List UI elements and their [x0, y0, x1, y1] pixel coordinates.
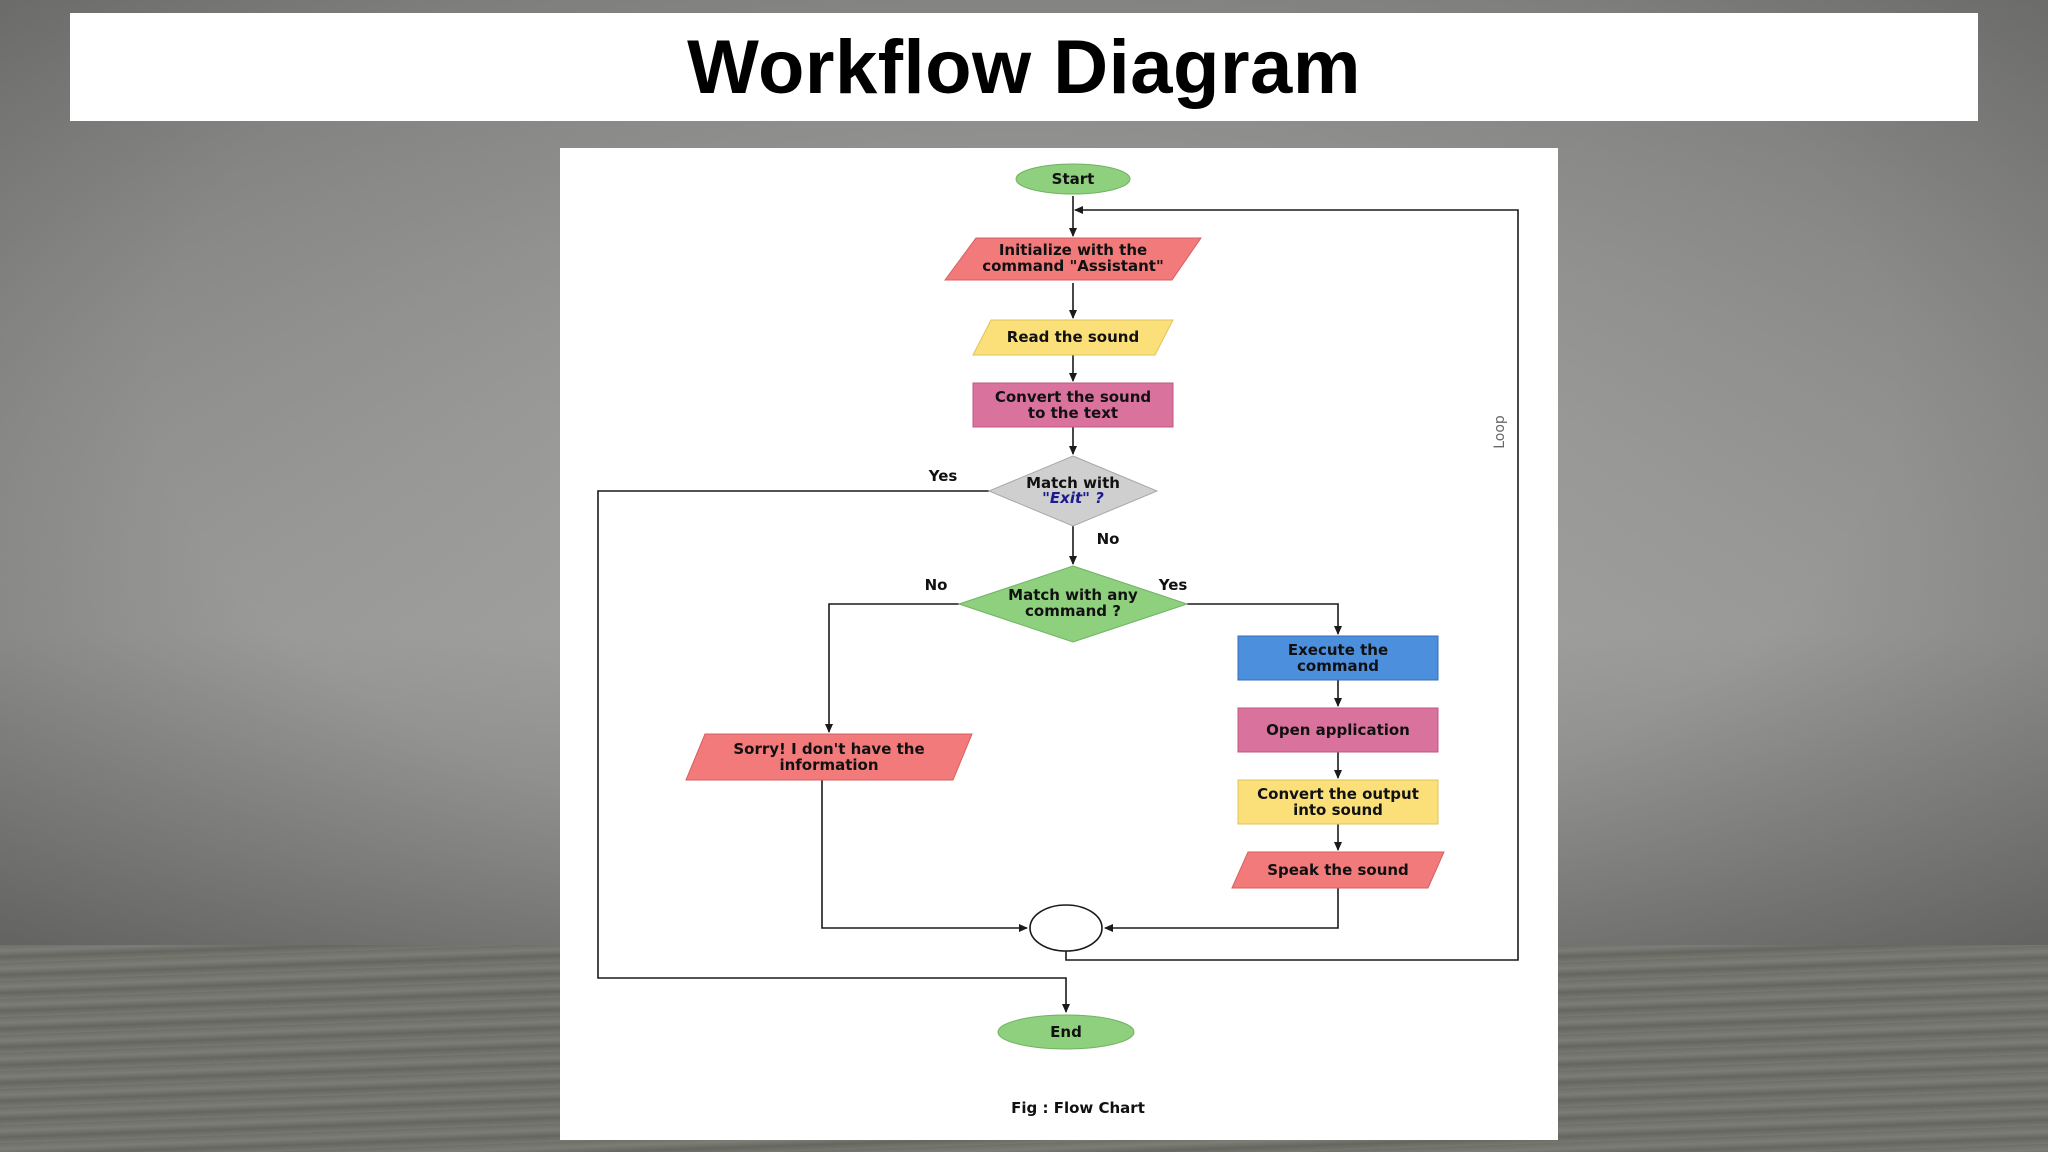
- read-sound-label: Read the sound: [1007, 328, 1139, 346]
- match-exit-decision: Match with "Exit" ?: [987, 455, 1159, 527]
- edge-speak-merge: [1104, 888, 1339, 932]
- match-exit-label-line2: "Exit" ?: [1042, 489, 1104, 507]
- start-node: Start: [1015, 163, 1131, 195]
- match-no-label: No: [925, 576, 948, 594]
- start-label: Start: [1052, 170, 1095, 188]
- sorry-label-line2: information: [779, 756, 878, 774]
- execute-command-label-line1: Execute the: [1288, 641, 1388, 659]
- match-yes-label: Yes: [1158, 576, 1188, 594]
- edge-exit-yes-end: [597, 490, 1070, 1013]
- exit-no-label: No: [1097, 530, 1120, 548]
- convert-sound-label-line2: to the text: [1028, 404, 1118, 422]
- sorry-node: Sorry! I don't have the information: [685, 733, 973, 781]
- convert-output-node: Convert the output into sound: [1237, 779, 1439, 825]
- initialize-label-line2: command "Assistant": [982, 257, 1164, 275]
- open-application-label: Open application: [1266, 721, 1410, 739]
- figure-caption: Fig : Flow Chart: [1011, 1099, 1145, 1117]
- match-command-label-line1: Match with any: [1008, 586, 1138, 604]
- exit-yes-label: Yes: [928, 467, 958, 485]
- sorry-label-line1: Sorry! I don't have the: [733, 740, 924, 758]
- edge-sorry-merge: [821, 780, 1028, 932]
- convert-sound-node: Convert the sound to the text: [972, 382, 1174, 428]
- convert-output-label-line2: into sound: [1293, 801, 1383, 819]
- end-label: End: [1050, 1023, 1082, 1041]
- edge-match-yes: [1187, 603, 1342, 635]
- match-command-decision: Match with any command ?: [957, 565, 1189, 643]
- edge-loop: [1065, 206, 1519, 961]
- page-title: Workflow Diagram: [687, 24, 1361, 110]
- convert-sound-label-line1: Convert the sound: [995, 388, 1151, 406]
- initialize-node: Initialize with the command "Assistant": [944, 237, 1202, 281]
- merge-connector: [1029, 904, 1103, 952]
- match-exit-label-line1: Match with: [1026, 474, 1120, 492]
- execute-command-node: Execute the command: [1237, 635, 1439, 681]
- speak-sound-label: Speak the sound: [1267, 861, 1409, 879]
- diagram-panel: Start Initialize with the command "Assis…: [560, 148, 1558, 1140]
- match-command-label-line2: command ?: [1025, 602, 1121, 620]
- title-banner: Workflow Diagram: [70, 13, 1978, 121]
- flowchart: Start Initialize with the command "Assis…: [597, 163, 1519, 1117]
- speak-sound-node: Speak the sound: [1231, 851, 1445, 889]
- loop-label: Loop: [1492, 415, 1508, 449]
- execute-command-label-line2: command: [1297, 657, 1379, 675]
- end-node: End: [997, 1014, 1135, 1050]
- open-application-node: Open application: [1237, 707, 1439, 753]
- edges: [597, 196, 1519, 1013]
- read-sound-node: Read the sound: [972, 319, 1174, 356]
- convert-output-label-line1: Convert the output: [1257, 785, 1419, 803]
- edge-match-no: [825, 603, 959, 733]
- initialize-label-line1: Initialize with the: [999, 241, 1147, 259]
